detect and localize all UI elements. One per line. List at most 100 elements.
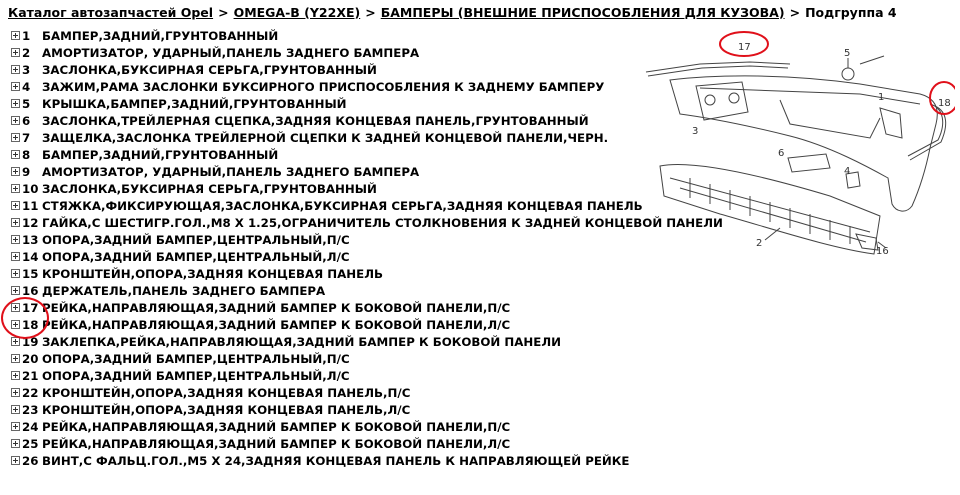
plus-box-icon[interactable] (11, 405, 20, 414)
plus-box-icon[interactable] (11, 150, 20, 159)
breadcrumb-separator: > (365, 4, 376, 20)
plus-box-icon[interactable] (11, 184, 20, 193)
guide-rail-18 (907, 103, 944, 157)
part-name: БАМПЕР,ЗАДНИЙ,ГРУНТОВАННЫЙ (42, 28, 279, 43)
part-name: ВИНТ,С ФАЛЬЦ.ГОЛ.,M5 X 24,ЗАДНЯЯ КОНЦЕВА… (42, 453, 630, 468)
bumper-exploded-diagram: 17 18 1 3 4 5 6 2 16 (645, 31, 955, 257)
plus-box-icon[interactable] (11, 218, 20, 227)
part-number: 11 (22, 198, 39, 213)
callout-4: 4 (844, 166, 850, 177)
part-number: 5 (22, 96, 31, 111)
part-number: 23 (22, 402, 39, 417)
part-name: КРОНШТЕЙН,ОПОРА,ЗАДНЯЯ КОНЦЕВАЯ ПАНЕЛЬ (42, 266, 384, 281)
plus-box-icon[interactable] (11, 286, 20, 295)
part-number: 24 (22, 419, 39, 434)
plus-box-icon[interactable] (11, 48, 20, 57)
part-number: 12 (22, 215, 39, 230)
breadcrumb-catalog-link[interactable]: Каталог автозапчастей Opel (8, 4, 214, 20)
impact-absorber-2 (659, 164, 881, 255)
plus-box-icon[interactable] (11, 99, 20, 108)
plus-box-icon[interactable] (11, 167, 20, 176)
plus-box-icon[interactable] (11, 439, 20, 448)
part-name: АМОРТИЗАТОР, УДАРНЫЙ,ПАНЕЛЬ ЗАДНЕГО БАМП… (42, 164, 420, 179)
part-name: ЗАСЛОНКА,БУКСИРНАЯ СЕРЬГА,ГРУНТОВАННЫЙ (42, 62, 377, 77)
plus-box-icon[interactable] (11, 269, 20, 278)
part-name: КРОНШТЕЙН,ОПОРА,ЗАДНЯЯ КОНЦЕВАЯ ПАНЕЛЬ,Л… (42, 402, 411, 417)
breadcrumb-current-subgroup: Подгруппа 4 (805, 4, 897, 20)
part-name: ДЕРЖАТЕЛЬ,ПАНЕЛЬ ЗАДНЕГО БАМПЕРА (42, 283, 326, 298)
plus-box-icon[interactable] (11, 31, 20, 40)
list-item[interactable]: 5 КРЫШКА,БАМПЕР,ЗАДНИЙ,ГРУНТОВАННЫЙ (11, 95, 723, 112)
part-number: 26 (22, 453, 39, 468)
tow-cover-3 (695, 81, 749, 121)
plus-box-icon[interactable] (11, 235, 20, 244)
plus-box-icon[interactable] (11, 388, 20, 397)
breadcrumb-group-link[interactable]: БАМПЕРЫ (ВНЕШНИЕ ПРИСПОСОБЛЕНИЯ ДЛЯ КУЗО… (380, 4, 785, 20)
part-name: ЗАЖИМ,РАМА ЗАСЛОНКИ БУКСИРНОГО ПРИСПОСОБ… (42, 79, 605, 94)
plus-box-icon[interactable] (11, 116, 20, 125)
latch-4 (845, 171, 861, 189)
plus-box-icon[interactable] (11, 354, 20, 363)
part-name: РЕЙКА,НАПРАВЛЯЮЩАЯ,ЗАДНИЙ БАМПЕР К БОКОВ… (42, 317, 511, 332)
list-item[interactable]: 7 ЗАЩЕЛКА,ЗАСЛОНКА ТРЕЙЛЕРНОЙ СЦЕПКИ К ЗА… (11, 129, 723, 146)
part-number: 9 (22, 164, 31, 179)
part-name: ОПОРА,ЗАДНИЙ БАМПЕР,ЦЕНТРАЛЬНЫЙ,Л/С (42, 368, 350, 383)
part-number: 25 (22, 436, 39, 451)
part-name: ЗАСЛОНКА,ТРЕЙЛЕРНАЯ СЦЕПКА,ЗАДНЯЯ КОНЦЕВ… (42, 113, 589, 128)
plus-box-icon[interactable] (11, 82, 20, 91)
callout-3: 3 (692, 126, 698, 137)
part-name: РЕЙКА,НАПРАВЛЯЮЩАЯ,ЗАДНИЙ БАМПЕР К БОКОВ… (42, 436, 511, 451)
list-item[interactable]: 9 АМОРТИЗАТОР, УДАРНЫЙ,ПАНЕЛЬ ЗАДНЕГО БАМ… (11, 163, 723, 180)
plus-box-icon[interactable] (11, 422, 20, 431)
part-name: ЗАЩЕЛКА,ЗАСЛОНКА ТРЕЙЛЕРНОЙ СЦЕПКИ К ЗАД… (42, 130, 609, 145)
annotation-circle-17 (719, 31, 769, 57)
part-name: ЗАСЛОНКА,БУКСИРНАЯ СЕРЬГА,ГРУНТОВАННЫЙ (42, 181, 377, 196)
plus-box-icon[interactable] (11, 201, 20, 210)
callout-6: 6 (778, 148, 784, 159)
part-number: 10 (22, 181, 39, 196)
guide-rail-17-lower (647, 65, 789, 77)
breadcrumb: Каталог автозапчастей Opel > OMEGA-B (Y2… (8, 3, 897, 21)
breadcrumb-model-link[interactable]: OMEGA-B (Y22XE) (233, 4, 361, 20)
callout-18: 18 (938, 98, 951, 109)
part-number: 2 (22, 45, 31, 60)
part-name: КРЫШКА,БАМПЕР,ЗАДНИЙ,ГРУНТОВАННЫЙ (42, 96, 347, 111)
callout-2: 2 (756, 238, 762, 249)
part-number: 15 (22, 266, 39, 281)
part-name: ЗАКЛЕПКА,РЕЙКА,НАПРАВЛЯЮЩАЯ,ЗАДНИЙ БАМПЕ… (42, 334, 562, 349)
plus-box-icon[interactable] (11, 371, 20, 380)
callout-5: 5 (844, 48, 850, 59)
plus-box-icon[interactable] (11, 252, 20, 261)
plus-box-icon[interactable] (11, 133, 20, 142)
plus-box-icon[interactable] (11, 456, 20, 465)
holder-16 (855, 233, 879, 251)
hitch-flap-6 (787, 153, 831, 173)
part-number: 20 (22, 351, 39, 366)
part-number: 22 (22, 385, 39, 400)
plus-box-icon[interactable] (11, 65, 20, 74)
part-number: 7 (22, 130, 31, 145)
